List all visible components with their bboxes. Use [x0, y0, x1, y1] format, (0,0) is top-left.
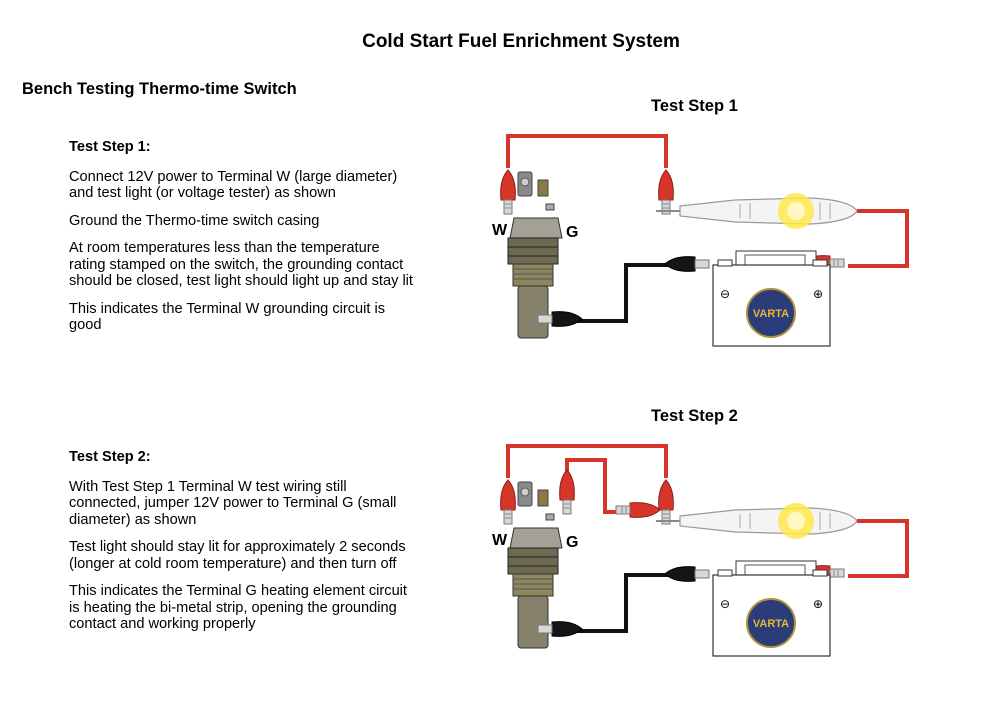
terminal-w-label: W [492, 532, 508, 549]
battery-positive-icon: ⊕ [813, 597, 823, 611]
test-light [656, 193, 858, 229]
step-2-instructions: Test Step 2: With Test Step 1 Terminal W… [69, 449, 414, 644]
terminal-g-label: G [566, 534, 578, 551]
battery-negative-clip [664, 256, 710, 272]
battery-brand-label: VARTA [753, 308, 789, 320]
power-wire [506, 444, 668, 478]
thermo-time-switch [507, 171, 563, 339]
ground-wire [570, 573, 685, 633]
jumper-clip-g [559, 469, 575, 515]
terminal-g-label: G [566, 224, 578, 241]
light-ground-wire [848, 519, 909, 578]
casing-ground-clip [537, 621, 583, 637]
step-1-paragraph: Connect 12V power to Terminal W (large d… [69, 168, 398, 202]
battery-brand-label: VARTA [753, 618, 789, 630]
light-ground-wire [848, 209, 909, 268]
test-step-1-diagram: W G [480, 120, 940, 365]
ground-wire [570, 263, 685, 323]
step-1-instructions: Test Step 1: Connect 12V power to Termin… [69, 139, 414, 345]
step-1-paragraph: Ground the Thermo-time switch casing [69, 212, 320, 229]
power-clip-w [500, 169, 516, 215]
terminal-w-label: W [492, 222, 508, 239]
step-2-paragraph: This indicates the Terminal G heating el… [69, 583, 407, 632]
test-light [656, 503, 858, 539]
battery-negative-clip [664, 566, 710, 582]
step-2-heading: Test Step 2: [69, 449, 151, 465]
battery-negative-icon: ⊖ [720, 597, 730, 611]
step-1-paragraph: This indicates the Terminal W grounding … [69, 300, 386, 334]
diagram-2-title: Test Step 2 [651, 407, 738, 425]
diagram-1-title: Test Step 1 [651, 97, 738, 115]
battery-positive-icon: ⊕ [813, 287, 823, 301]
power-clip-w [500, 479, 516, 525]
step-1-paragraph: At room temperatures less than the tempe… [69, 240, 413, 289]
casing-ground-clip [537, 311, 583, 327]
step-2-paragraph: Test light should stay lit for approxima… [69, 539, 406, 572]
test-step-2-diagram: W G [480, 430, 940, 675]
thermo-time-switch [507, 481, 563, 649]
battery: ⊖ ⊕ VARTA [712, 250, 831, 347]
power-wire [506, 134, 668, 168]
jumper-wire [565, 458, 620, 514]
page-title: Cold Start Fuel Enrichment System [362, 31, 680, 52]
step-1-heading: Test Step 1: [69, 139, 151, 155]
jumper-clip-light [615, 502, 661, 518]
power-clip-light [658, 169, 674, 215]
battery-negative-icon: ⊖ [720, 287, 730, 301]
power-clip-light [658, 479, 674, 525]
battery: ⊖ ⊕ VARTA [712, 560, 831, 657]
section-subtitle: Bench Testing Thermo-time Switch [22, 80, 297, 98]
step-2-paragraph: With Test Step 1 Terminal W test wiring … [69, 478, 397, 528]
